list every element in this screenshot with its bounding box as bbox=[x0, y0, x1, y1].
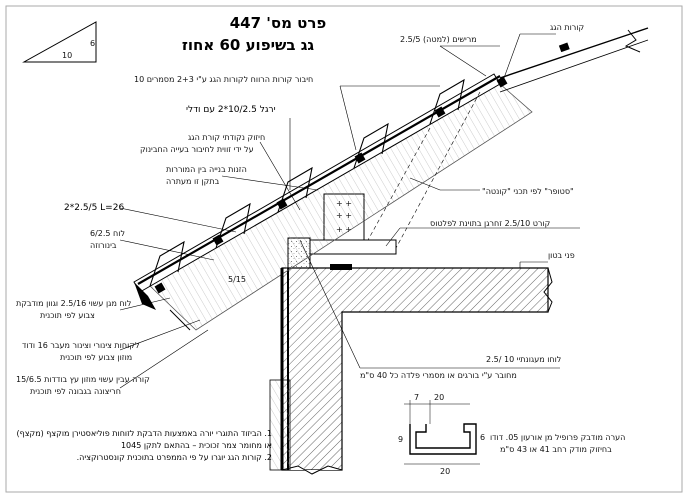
profile-dim-b: 20 bbox=[434, 393, 444, 402]
sheet-frame bbox=[5, 5, 683, 493]
label-gutter-1: לקוחות צינורי וצינור מעבר 16 ודוד bbox=[22, 341, 139, 350]
leader-lines bbox=[119, 33, 580, 389]
label-concrete-top: פני בטון bbox=[548, 251, 575, 260]
slope-triangle: 6 10 bbox=[22, 21, 97, 63]
label-fascia-2: צבוע לפי תוכנית bbox=[40, 311, 95, 320]
note-2: 2. קורות הגג יוגרו על פי הממפרט בתוכנית … bbox=[76, 453, 272, 462]
profile-note-1: הערה מודבק פרופיל מן אורעון 05. דודו bbox=[490, 433, 625, 442]
profile-dim-c: 9 bbox=[398, 435, 403, 444]
label-reinforce-1: חיזוק נקודתי קורת הגג bbox=[188, 133, 265, 142]
label-gutter-2: מוזון צבוע לפי תוכנית bbox=[60, 353, 132, 362]
label-beam: קורט 2.5/10 זחרגן בתוינת לפלטוס bbox=[430, 219, 551, 228]
profile-detail: 7 20 9 20 6 bbox=[398, 393, 485, 476]
profile-note-2: בחיזוק מודק רחב 41 או 43 ס"מ bbox=[500, 445, 612, 454]
roof-assembly bbox=[133, 27, 649, 331]
label-eave-1: 15/6.5 קורה עבין עשוי מוזון עץ בודדות bbox=[16, 375, 150, 384]
label-pitch: 5/15 bbox=[228, 275, 246, 284]
label-eave-2: חריצונה בגבונה לפי תוכנית bbox=[30, 387, 121, 396]
slope-rise: 6 bbox=[90, 39, 95, 48]
label-rafter: ירגל 10/2.5*2 עם ודלי bbox=[186, 105, 276, 115]
label-board-2: בינורוזה bbox=[90, 241, 117, 250]
label-connection: חיבור קורות הרווח לקורות הגג ע"י 2+3 מסמ… bbox=[134, 75, 313, 84]
note-1: 1. הביזוד התוגרי יורה באמצעות הדבקת לזוח… bbox=[16, 429, 272, 450]
label-wood-board-2: מחובר ע"י בורגים או מסמרי פלדה כל 40 ס"מ bbox=[360, 371, 517, 380]
label-roof-beams: קורות הגג bbox=[550, 23, 584, 32]
slope-run: 10 bbox=[62, 51, 72, 60]
label-lumber: 2*2.5/5 L=26 bbox=[64, 203, 124, 213]
profile-dim-a: 7 bbox=[414, 393, 419, 402]
profile-dim-d: 20 bbox=[440, 467, 450, 476]
title-main: פרט מס' 447 bbox=[230, 14, 327, 32]
label-insulation-roof: "סטופר" לפי תכני "קונטה" bbox=[482, 187, 574, 196]
notes-block: 1. הביזוד התוגרי יורה באמצעות הדבקת לזוח… bbox=[16, 429, 272, 462]
label-reinforce-2: על ידי זווית לחיבור בעייה החבינוק bbox=[140, 145, 254, 154]
wall-lower bbox=[269, 268, 291, 471]
profile-dim-e: 6 bbox=[480, 433, 485, 442]
label-wood-board-1: לוחו מעגונתיי 10 /2.5 bbox=[486, 355, 561, 364]
label-insulation-2: בתקן זו מעתרה bbox=[166, 177, 220, 186]
label-batten: מרישים (למטה) 2.5/5 bbox=[400, 35, 477, 44]
label-fascia: לוח מגן עשוי 2.5/16 וגוון מודבקת bbox=[16, 299, 131, 308]
title-sub: גג בשיפוע 60 אחוז bbox=[182, 36, 315, 54]
label-board-1: לוח 6/2.5 bbox=[90, 229, 125, 238]
label-insulation-1: הזנות בנייה בין המוררות bbox=[166, 165, 247, 174]
